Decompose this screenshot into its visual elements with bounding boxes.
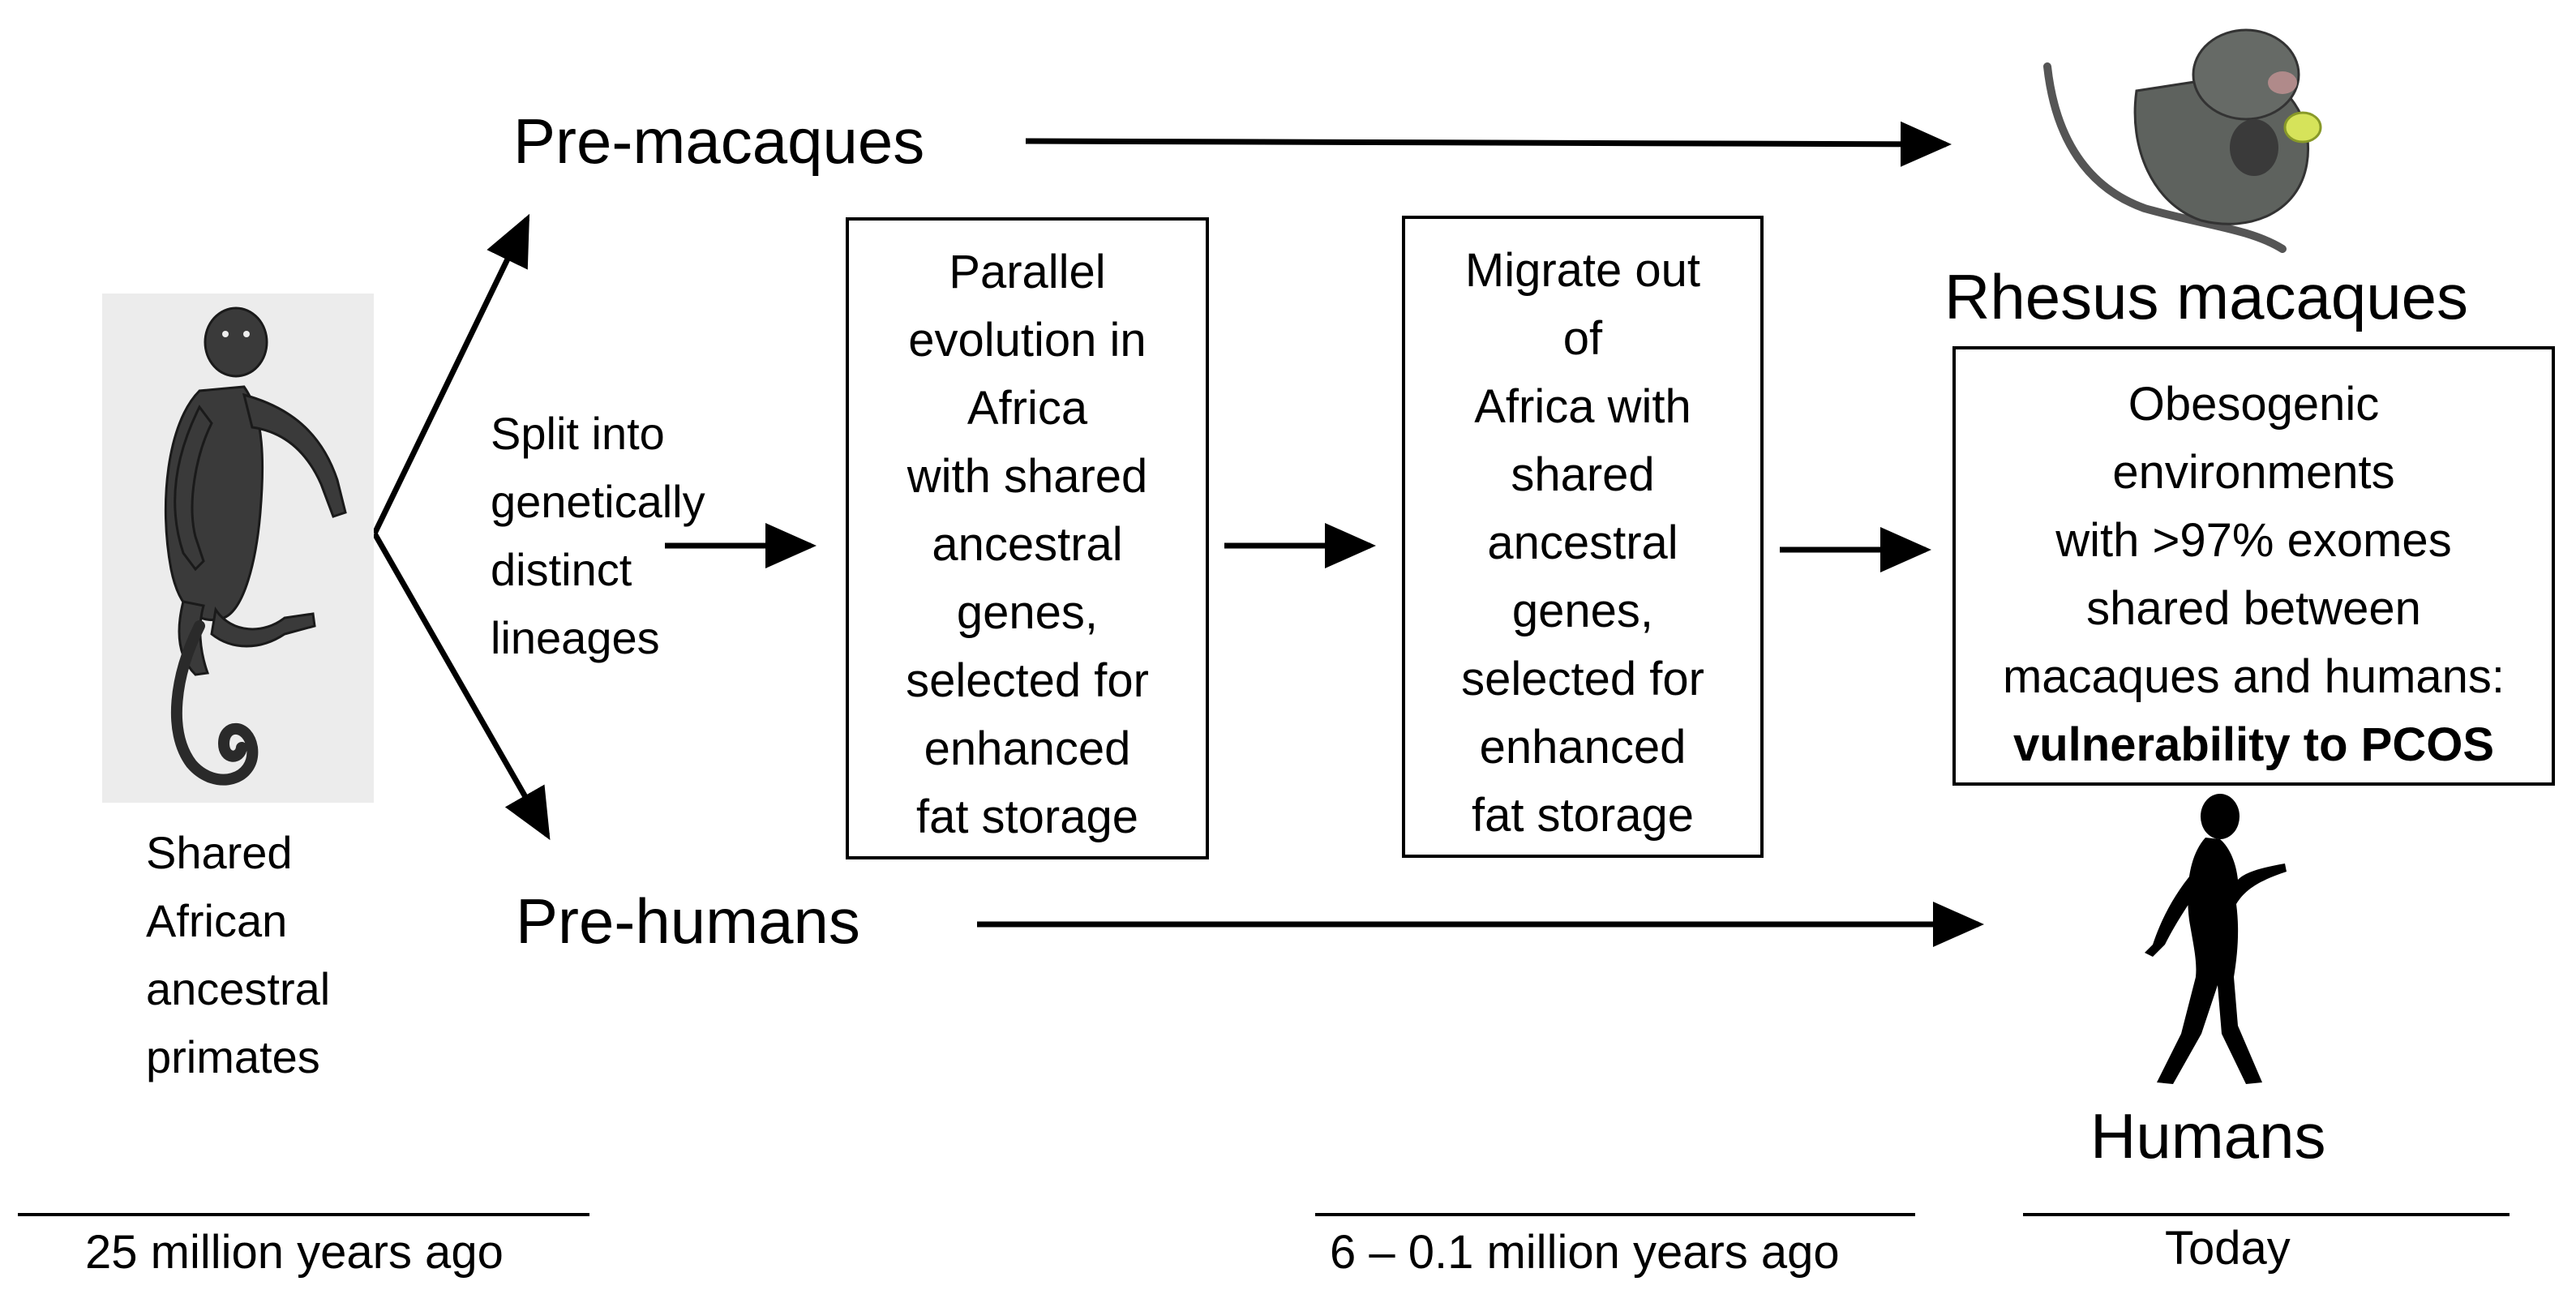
split-label-line: lineages (491, 612, 660, 663)
ancestor-caption-line: ancestral (146, 963, 331, 1014)
ancestor-caption: Shared African ancestral primates (146, 819, 330, 1091)
box2-line: Migrate out (1464, 244, 1701, 297)
box2-line: enhanced (1479, 721, 1687, 774)
outcome-line: Obesogenic (2128, 378, 2380, 431)
timeline-label-right: Today (2165, 1222, 2291, 1275)
pre-macaques-label: Pre-macaques (513, 105, 925, 177)
split-arrow-up (371, 213, 530, 535)
timeline-label-left: 25 million years ago (85, 1226, 504, 1279)
box2-line: Africa with (1474, 380, 1691, 433)
timeline-label-middle: 6 – 0.1 million years ago (1330, 1226, 1840, 1279)
split-label-line: genetically (491, 476, 705, 527)
split-arrow-down (371, 532, 551, 841)
box2-line: genes, (1511, 585, 1654, 637)
human-silhouette-icon (2124, 791, 2303, 1091)
ancestor-caption-line: Shared (146, 827, 293, 878)
outcome-line: shared between (2086, 582, 2421, 635)
ancestor-caption-line: primates (146, 1031, 320, 1082)
box1-line: Africa (967, 382, 1088, 435)
box2-line: fat storage (1471, 789, 1695, 842)
migrate-out-box: Migrate out of Africa with shared ancest… (1402, 216, 1764, 858)
box2-line: selected for (1461, 653, 1704, 705)
box1-line: Parallel (949, 246, 1106, 298)
box2-line: ancestral (1487, 516, 1678, 569)
box1-line: evolution in (908, 314, 1147, 366)
box2-line: of (1562, 312, 1603, 365)
box1-line: enhanced (924, 722, 1131, 775)
ancestor-caption-line: African (146, 895, 288, 946)
pcos-vulnerability-text: vulnerability to PCOS (2013, 718, 2494, 771)
parallel-evolution-box: Parallel evolution in Africa with shared… (846, 217, 1209, 859)
box2-line: shared (1511, 448, 1655, 501)
chimpanzee-icon (102, 294, 374, 803)
box1-line: genes, (956, 586, 1099, 639)
pre-humans-label: Pre-humans (516, 885, 860, 957)
pre-macaques-arrow (1025, 121, 1952, 167)
box1-line: ancestral (932, 518, 1123, 571)
outcome-line: with >97% exomes (2055, 514, 2452, 567)
box1-line: fat storage (915, 791, 1139, 843)
split-label-line: Split into (491, 408, 665, 459)
rhesus-macaques-label: Rhesus macaques (1944, 261, 2469, 332)
split-label: Split into genetically distinct lineages (491, 400, 705, 672)
split-label-line: distinct (491, 544, 632, 595)
outcome-box: Obesogenic environments with >97% exomes… (1952, 346, 2555, 786)
box1-line: with shared (907, 450, 1148, 503)
outcome-line: macaques and humans: (2002, 650, 2505, 703)
humans-label: Humans (2090, 1100, 2326, 1172)
outcome-line: environments (2112, 446, 2395, 499)
box1-line: selected for (906, 654, 1149, 707)
macaque-icon (2039, 18, 2351, 261)
